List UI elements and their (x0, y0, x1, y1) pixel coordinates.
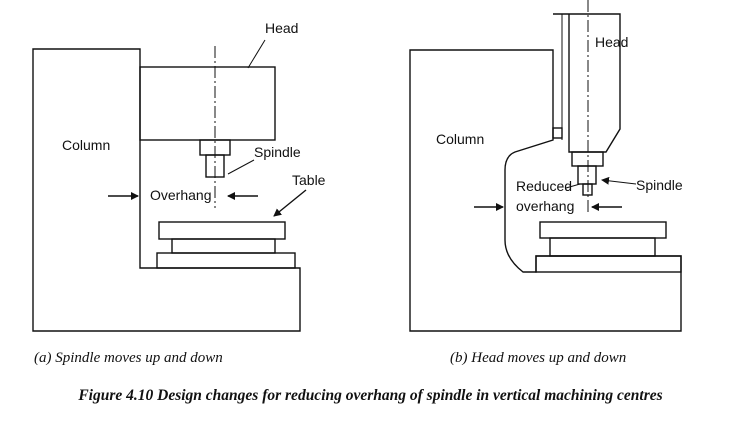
head-label-b: Head (595, 34, 628, 50)
head-label-a: Head (265, 20, 298, 36)
figure-caption: Figure 4.10 Design changes for reducing … (78, 387, 663, 404)
caption-b: (b) Head moves up and down (450, 350, 627, 366)
overhang-label-b-line2: overhang (516, 198, 574, 214)
column-label-a: Column (62, 137, 110, 153)
overhang-label-a: Overhang (150, 187, 211, 203)
overhang-label-b-line1: Reduced (516, 178, 572, 194)
table-base-a (156, 252, 296, 269)
column-a (32, 48, 301, 332)
diagram-b (409, 0, 682, 332)
table-mid-b (549, 237, 656, 257)
table-mid-a (171, 238, 276, 254)
spindle-leader-a (227, 159, 255, 175)
table-top-b (539, 221, 667, 239)
clamp-detail-b (552, 127, 563, 139)
head-a (139, 66, 276, 141)
spindle-label-b: Spindle (636, 177, 683, 193)
spindle-label-a: Spindle (254, 144, 301, 160)
spindle-leader-b (601, 176, 637, 185)
table-label-a: Table (292, 172, 326, 188)
table-base-b (535, 255, 682, 273)
diagram-a (32, 39, 307, 332)
caption-a: (a) Spindle moves up and down (34, 350, 223, 366)
head-leader-a (247, 39, 266, 69)
table-leader-a (273, 189, 307, 217)
overhang-leader-b (565, 183, 581, 189)
head-b (553, 13, 621, 153)
column-label-b: Column (436, 131, 484, 147)
table-top-a (158, 221, 286, 240)
spindle-b (577, 165, 597, 185)
